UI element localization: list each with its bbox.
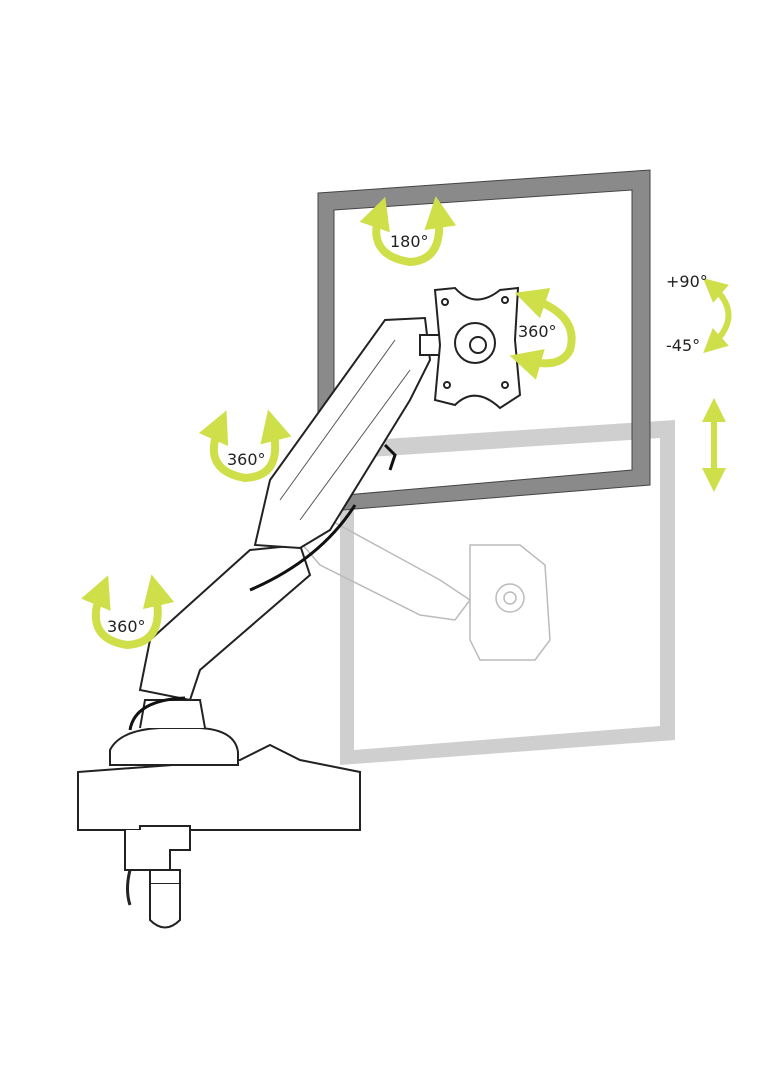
label-tilt-down: -45° bbox=[666, 336, 701, 355]
label-360-vesa: 360° bbox=[518, 322, 557, 341]
label-360-arm-joint: 360° bbox=[227, 450, 266, 469]
upper-arm bbox=[253, 316, 432, 550]
label-360-base: 360° bbox=[107, 617, 146, 636]
label-180-vesa-top: 180° bbox=[390, 232, 429, 251]
arm-base bbox=[109, 699, 239, 766]
vesa-plate bbox=[433, 286, 522, 410]
tilt-arrow-icon bbox=[702, 278, 732, 354]
lower-arm bbox=[138, 543, 312, 702]
rotation-arrow-icon bbox=[81, 196, 576, 650]
label-tilt-up: +90° bbox=[666, 272, 708, 291]
desk-clamp bbox=[124, 825, 191, 929]
